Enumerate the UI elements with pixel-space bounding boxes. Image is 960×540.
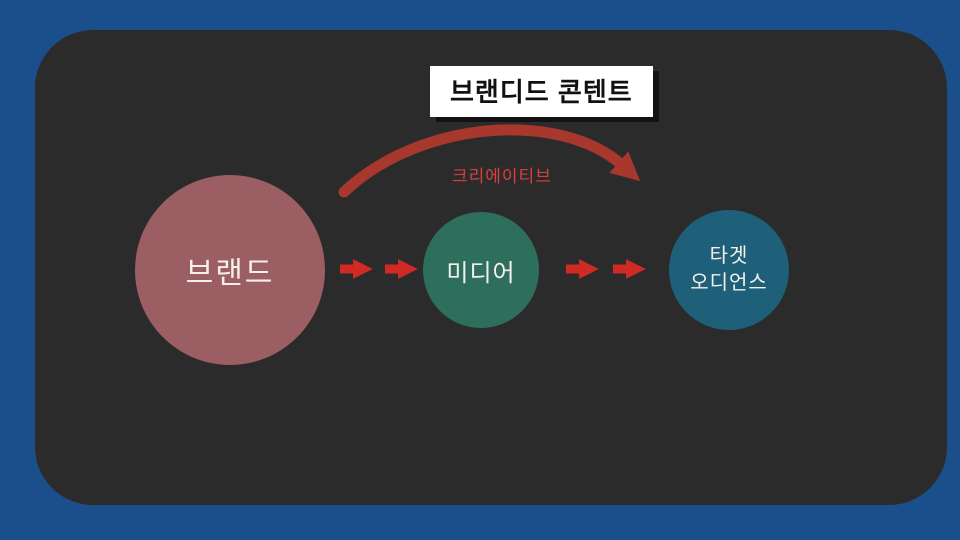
creative-label: 크리에이티브 — [452, 167, 552, 186]
brand-circle: 브랜드 — [135, 175, 325, 365]
media-label: 미디어 — [446, 259, 516, 287]
target-audience-label-line2: 오디언스 — [690, 272, 768, 294]
target-audience-label-line1: 타겟 — [709, 245, 749, 267]
brand-label: 브랜드 — [185, 257, 275, 290]
media-circle: 미디어 — [423, 212, 539, 328]
target-audience-circle: 타겟 오디언스 — [669, 210, 789, 330]
slide-title: 브랜디드 콘텐트 — [430, 66, 653, 117]
